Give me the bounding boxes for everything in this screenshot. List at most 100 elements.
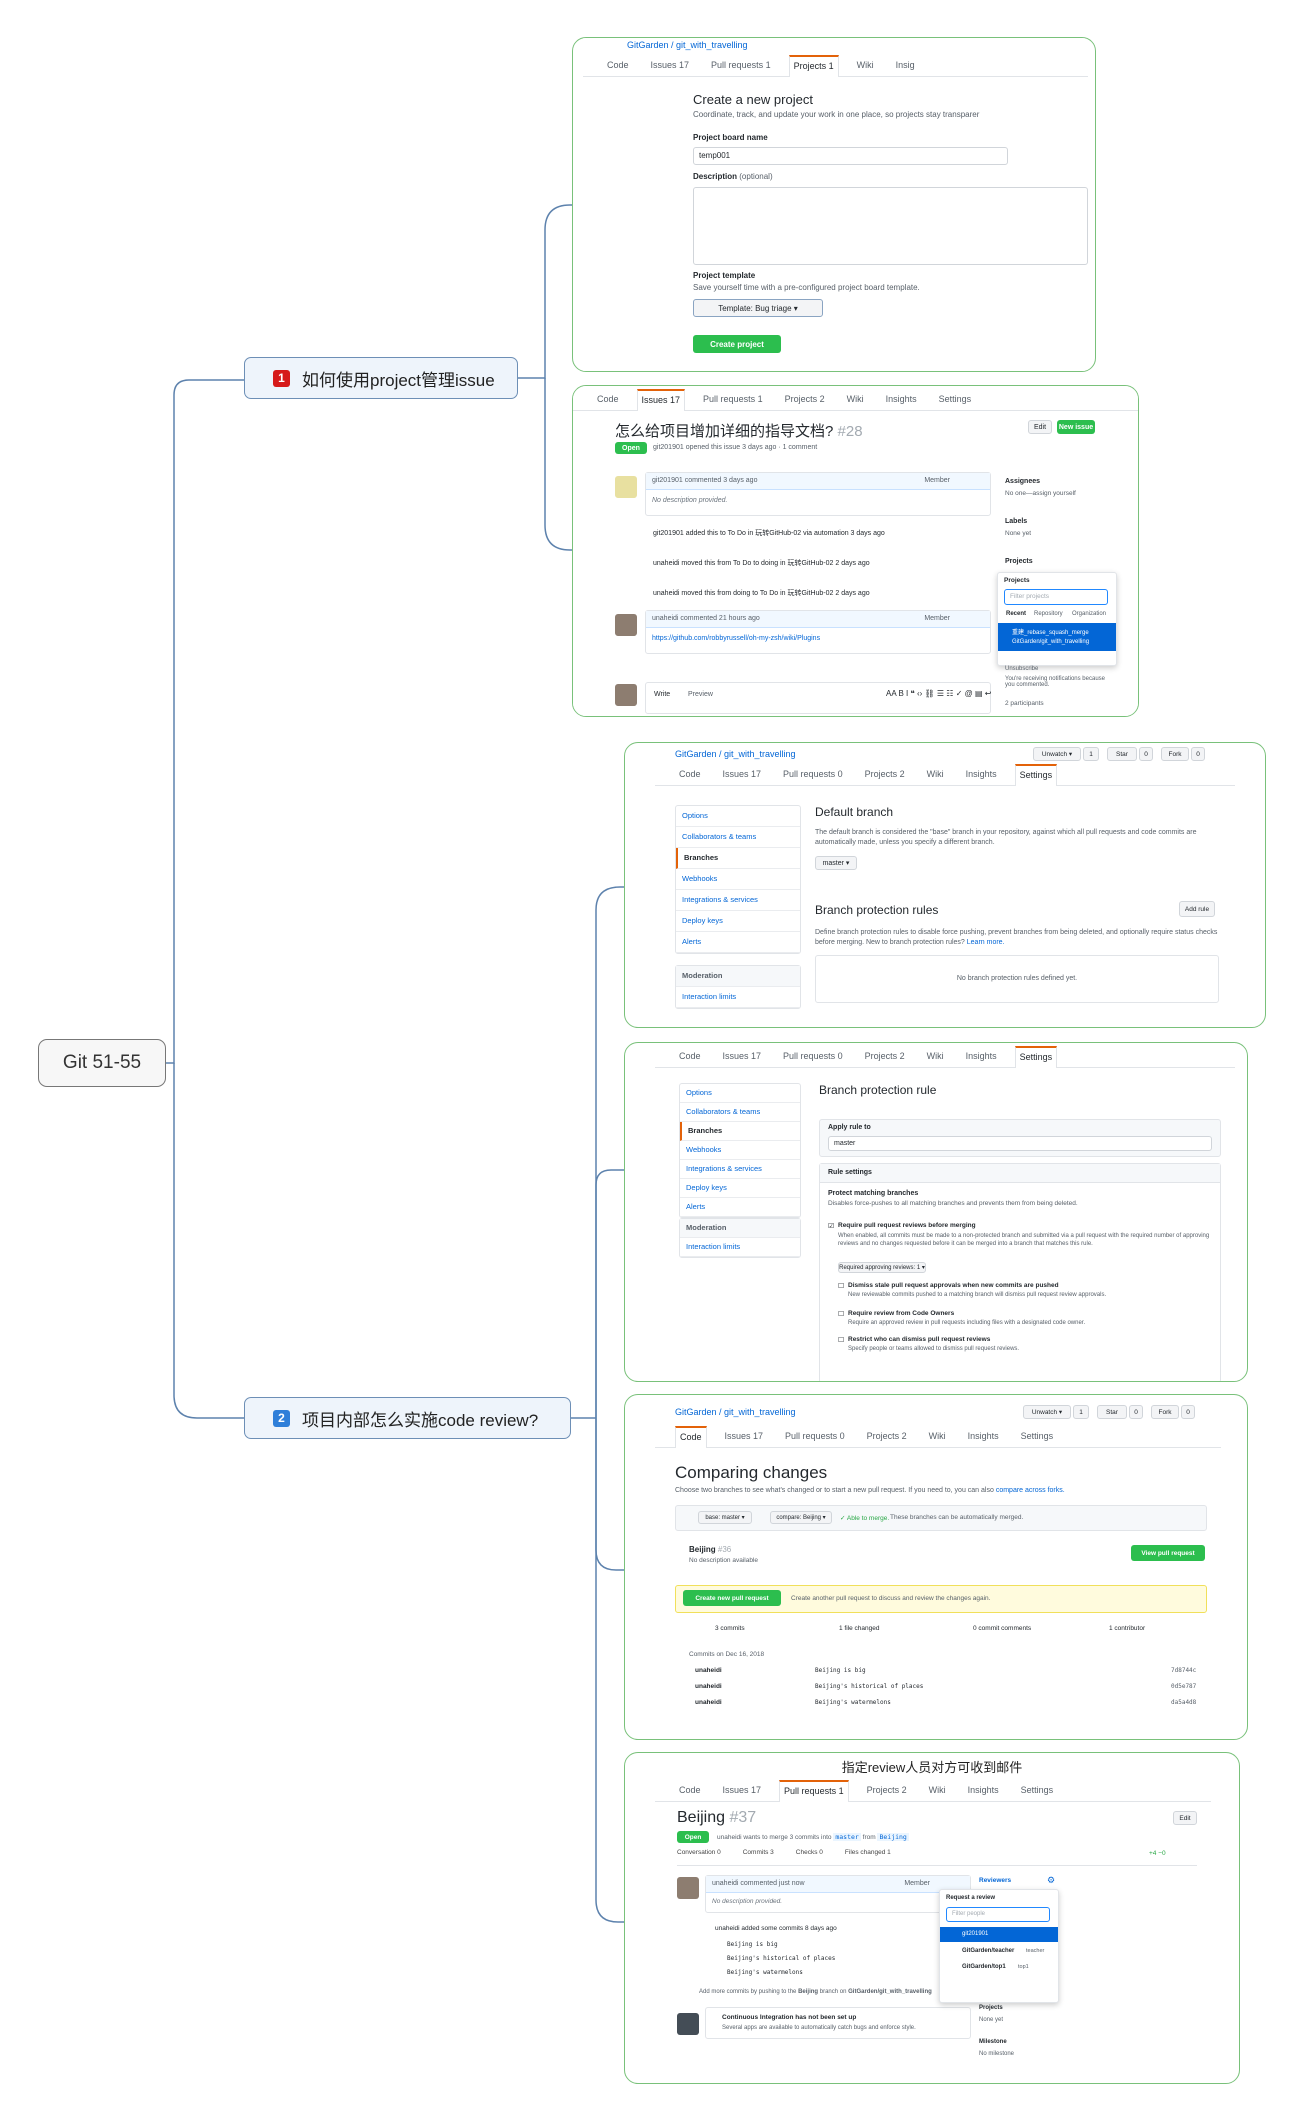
preview-tab[interactable]: Preview xyxy=(688,691,713,698)
menu-branches[interactable]: Branches xyxy=(680,1122,800,1141)
fork-button[interactable]: Fork xyxy=(1151,1405,1179,1419)
tab-wiki[interactable]: Wiki xyxy=(846,394,864,404)
menu-options[interactable]: Options xyxy=(680,1084,800,1103)
commit-sha[interactable]: 7d8744c xyxy=(1171,1667,1197,1674)
commit-author[interactable]: unaheidi xyxy=(695,1683,722,1690)
project-name-input[interactable]: temp001 xyxy=(693,147,1008,165)
tab-pull-requests[interactable]: Pull requests 1 xyxy=(711,60,771,70)
tab-settings[interactable]: Settings xyxy=(1020,1431,1054,1441)
commit-message[interactable]: Beijing's historical of places xyxy=(727,1955,836,1962)
menu-collaborators[interactable]: Collaborators & teams xyxy=(676,827,800,848)
topic-code-review[interactable]: 2 项目内部怎么实施code review? xyxy=(244,1397,571,1439)
repo-path[interactable]: GitGarden / git_with_travelling xyxy=(675,749,796,759)
tab-wiki[interactable]: Wiki xyxy=(926,1051,944,1061)
reviewers-label[interactable]: Reviewers xyxy=(979,1877,1012,1884)
code-owners-checkbox[interactable]: ☐ xyxy=(838,1311,845,1318)
dropdown-tab-repository[interactable]: Repository xyxy=(1034,611,1063,617)
tab-issues[interactable]: Issues 17 xyxy=(650,60,690,70)
compare-forks-link[interactable]: compare across forks. xyxy=(995,1487,1065,1494)
reviewer-option[interactable]: GitGarden/teacher xyxy=(962,1948,1015,1954)
tab-insights[interactable]: Insights xyxy=(885,394,917,404)
tab-insights[interactable]: Insights xyxy=(967,1785,999,1795)
filter-people-input[interactable]: Filter people xyxy=(946,1907,1050,1922)
tab-code[interactable]: Code xyxy=(679,769,701,779)
toolbar-icons[interactable]: AA B I ❝ ‹› ⛓ ☰ ☷ ✓ @ ▤ ↩ xyxy=(886,689,992,698)
tab-insights[interactable]: Insights xyxy=(967,1431,999,1441)
commit-sha[interactable]: da5a4d8 xyxy=(1171,1699,1197,1706)
edit-button[interactable]: Edit xyxy=(1173,1811,1197,1825)
stat-commits[interactable]: 3 commits xyxy=(715,1625,745,1632)
create-pr-button[interactable]: Create new pull request xyxy=(683,1590,781,1606)
dismiss-stale-checkbox[interactable]: ☐ xyxy=(838,1283,845,1290)
reviewer-option[interactable]: GitGarden/top1 xyxy=(962,1964,1006,1970)
tab-projects[interactable]: Projects 2 xyxy=(864,1051,905,1061)
star-button[interactable]: Star xyxy=(1107,747,1137,761)
tab-pull-requests[interactable]: Pull requests 0 xyxy=(783,1051,843,1061)
repo-path[interactable]: GitGarden / git_with_travelling xyxy=(627,40,748,50)
default-branch-select[interactable]: master ▾ xyxy=(815,856,857,870)
learn-more-link[interactable]: Learn more. xyxy=(966,939,1005,946)
menu-branches[interactable]: Branches xyxy=(676,848,800,869)
stat-files[interactable]: 1 file changed xyxy=(839,1625,880,1632)
repo-path[interactable]: GitGarden / git_with_travelling xyxy=(675,1407,796,1417)
commit-message[interactable]: Beijing is big xyxy=(727,1941,778,1948)
template-select[interactable]: Template: Bug triage ▾ xyxy=(693,299,823,317)
project-filter-input[interactable]: Filter projects xyxy=(1004,589,1108,605)
menu-interaction-limits[interactable]: Interaction limits xyxy=(676,987,800,1008)
tab-wiki[interactable]: Wiki xyxy=(856,60,874,70)
dropdown-item[interactable]: 重建_rebase_squash_merge xyxy=(1012,630,1089,636)
commit-author[interactable]: unaheidi xyxy=(695,1667,722,1674)
gear-icon[interactable]: ⚙ xyxy=(1047,1875,1056,1885)
projects-label[interactable]: Projects xyxy=(979,2005,1003,2011)
dropdown-tab-organization[interactable]: Organization xyxy=(1072,611,1107,617)
tab-code[interactable]: Code xyxy=(607,60,629,70)
pr-tab-files[interactable]: Files changed 1 xyxy=(844,1849,891,1856)
tab-code[interactable]: Code xyxy=(597,394,619,404)
selected-reviewer-row[interactable] xyxy=(940,1927,1058,1942)
restrict-dismiss-checkbox[interactable]: ☐ xyxy=(838,1337,845,1344)
tab-projects[interactable]: Projects 1 xyxy=(788,55,839,77)
tab-issues[interactable]: Issues 17 xyxy=(722,1785,762,1795)
tab-pull-requests[interactable]: Pull requests 1 xyxy=(779,1780,849,1802)
tab-insights[interactable]: Insig xyxy=(895,60,915,70)
comment-link[interactable]: https://github.com/robbyrussell/oh-my-zs… xyxy=(652,635,821,642)
tab-settings[interactable]: Settings xyxy=(1014,1046,1058,1068)
menu-webhooks[interactable]: Webhooks xyxy=(676,869,800,890)
topic-project-issues[interactable]: 1 如何使用project管理issue xyxy=(244,357,518,399)
pr-tab-commits[interactable]: Commits 3 xyxy=(742,1849,774,1856)
view-pr-button[interactable]: View pull request xyxy=(1131,1545,1205,1561)
approving-reviews-select[interactable]: Required approving reviews: 1 ▾ xyxy=(838,1262,926,1273)
tab-code[interactable]: Code xyxy=(679,1785,701,1795)
menu-integrations[interactable]: Integrations & services xyxy=(676,890,800,911)
commit-sha[interactable]: 0d5e787 xyxy=(1171,1683,1197,1690)
unsubscribe-button[interactable]: Unsubscribe xyxy=(1005,666,1039,672)
menu-deploy-keys[interactable]: Deploy keys xyxy=(680,1179,800,1198)
star-button[interactable]: Star xyxy=(1097,1405,1127,1419)
tab-issues[interactable]: Issues 17 xyxy=(722,769,762,779)
tab-code[interactable]: Code xyxy=(675,1426,707,1448)
reviewer-option[interactable]: git201901 xyxy=(962,1931,989,1937)
unwatch-button[interactable]: Unwatch ▾ xyxy=(1023,1405,1071,1419)
commit-author[interactable]: unaheidi xyxy=(695,1699,722,1706)
tab-pull-requests[interactable]: Pull requests 0 xyxy=(783,769,843,779)
menu-alerts[interactable]: Alerts xyxy=(680,1198,800,1217)
tab-wiki[interactable]: Wiki xyxy=(928,1785,946,1795)
tab-pull-requests[interactable]: Pull requests 1 xyxy=(703,394,763,404)
base-branch-select[interactable]: base: master ▾ xyxy=(698,1511,752,1524)
write-tab[interactable]: Write xyxy=(654,691,671,698)
menu-collaborators[interactable]: Collaborators & teams xyxy=(680,1103,800,1122)
tab-code[interactable]: Code xyxy=(679,1051,701,1061)
menu-webhooks[interactable]: Webhooks xyxy=(680,1141,800,1160)
edit-button[interactable]: Edit xyxy=(1028,420,1052,434)
tab-settings[interactable]: Settings xyxy=(1020,1785,1054,1795)
commit-message[interactable]: Beijing's watermelons xyxy=(727,1969,803,1976)
tab-pull-requests[interactable]: Pull requests 0 xyxy=(785,1431,845,1441)
commit-message[interactable]: Beijing's watermelons xyxy=(815,1699,891,1706)
tab-projects[interactable]: Projects 2 xyxy=(866,1431,907,1441)
menu-alerts[interactable]: Alerts xyxy=(676,932,800,953)
pr-tab-conversation[interactable]: Conversation 0 xyxy=(677,1849,721,1856)
fork-button[interactable]: Fork xyxy=(1161,747,1189,761)
commit-message[interactable]: Beijing's historical of places xyxy=(815,1683,924,1690)
compare-branch-select[interactable]: compare: Beijing ▾ xyxy=(770,1511,832,1524)
tab-projects[interactable]: Projects 2 xyxy=(864,769,905,779)
